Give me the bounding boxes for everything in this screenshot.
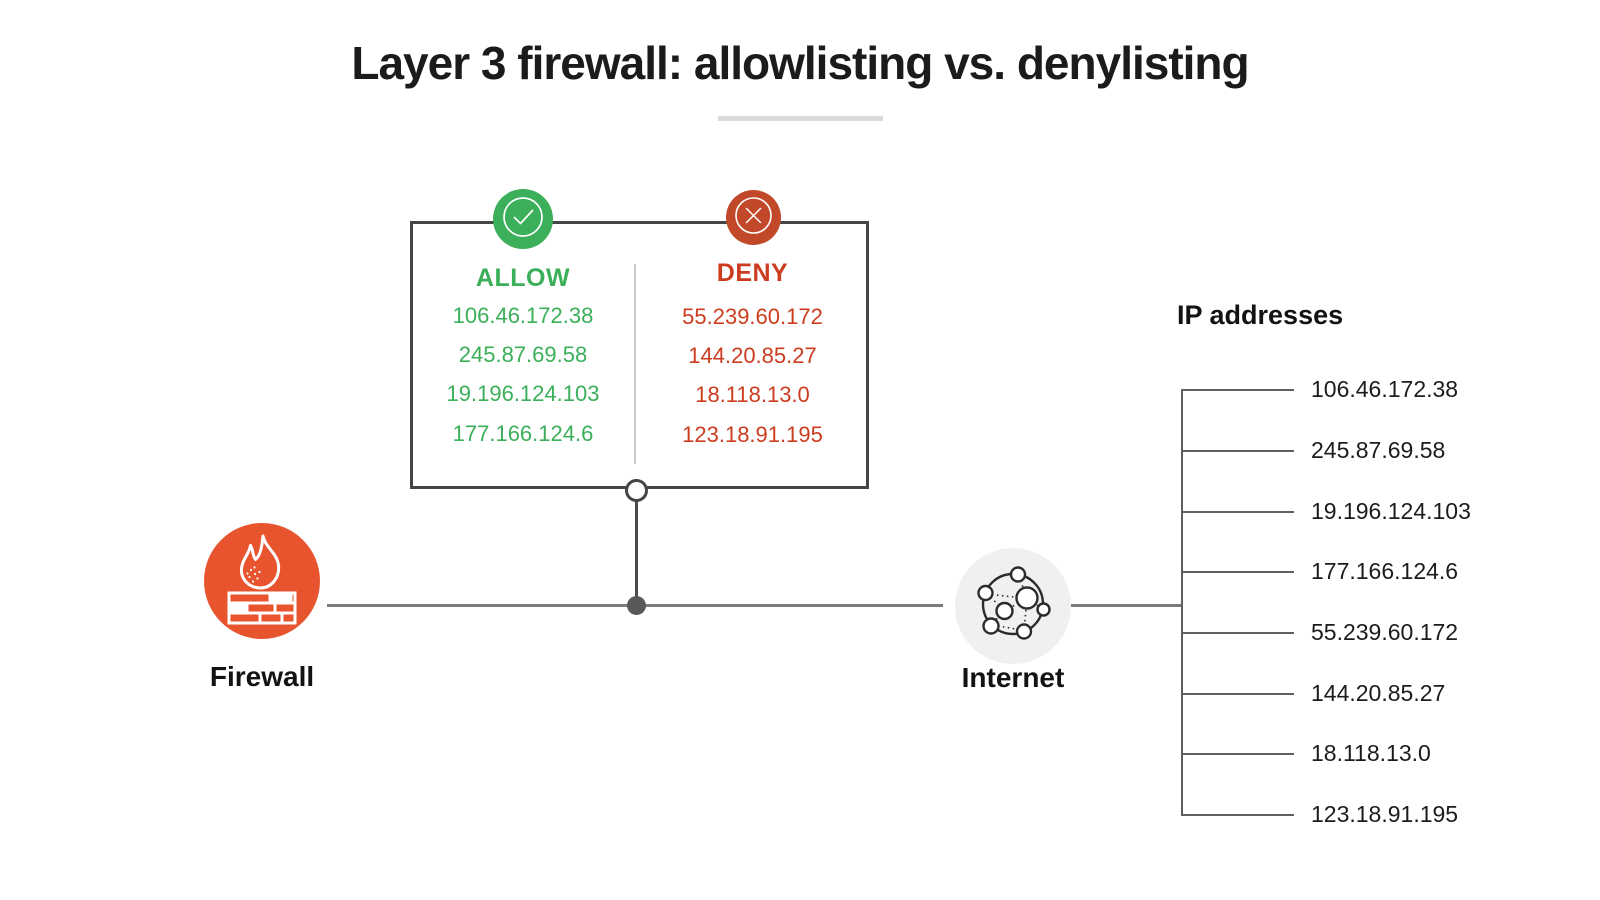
iplist-branch-line <box>1181 632 1294 634</box>
deny-ip: 55.239.60.172 <box>682 304 823 329</box>
ip-list-item: 245.87.69.58 <box>1311 437 1446 463</box>
x-circle-icon <box>726 188 781 248</box>
ip-list-item: 106.46.172.38 <box>1311 376 1459 402</box>
iplist-branch-line <box>1181 511 1294 513</box>
deny-ip: 123.18.91.195 <box>682 422 823 447</box>
allow-column-header: ALLOW <box>475 264 571 292</box>
network-globe-icon <box>971 562 1055 651</box>
deny-column-header: DENY <box>716 259 789 287</box>
column-divider <box>634 264 636 464</box>
iplist-branch-line <box>1181 450 1294 452</box>
deny-badge <box>726 190 781 245</box>
iplist-branch-line <box>1181 753 1294 755</box>
title-underline-divider <box>718 116 883 121</box>
iplist-branch-line <box>1181 389 1294 391</box>
rulesbox-connector-node <box>625 479 648 502</box>
ip-list-item: 123.18.91.195 <box>1311 801 1459 827</box>
page-title: Layer 3 firewall: allowlisting vs. denyl… <box>351 37 1249 89</box>
iplist-bracket-line <box>1181 389 1183 816</box>
internet-to-iplist-line <box>1071 604 1182 607</box>
iplist-branch-line <box>1181 693 1294 695</box>
allow-ip: 245.87.69.58 <box>458 342 588 367</box>
allow-ip: 177.166.124.6 <box>452 421 594 446</box>
allow-ip: 19.196.124.103 <box>446 381 600 406</box>
ip-list-item: 144.20.85.27 <box>1311 680 1446 706</box>
rulesbox-drop-line <box>635 501 638 605</box>
ip-list-item: 18.118.13.0 <box>1311 740 1431 766</box>
allow-badge <box>493 189 553 249</box>
firewall-rules-panel <box>410 221 869 489</box>
ip-list-item: 55.239.60.172 <box>1311 619 1459 645</box>
iplist-branch-line <box>1181 814 1294 816</box>
firewall-node <box>204 523 320 639</box>
deny-ip: 144.20.85.27 <box>688 343 817 368</box>
ip-list-item: 177.166.124.6 <box>1311 558 1459 584</box>
check-circle-icon <box>493 187 553 252</box>
ip-list-heading: IP addresses <box>1177 300 1344 330</box>
internet-label: Internet <box>961 662 1065 693</box>
ip-list-item: 19.196.124.103 <box>1311 498 1471 524</box>
internet-node <box>955 548 1071 664</box>
flame-brick-wall-icon <box>222 532 302 631</box>
firewall-label: Firewall <box>209 661 315 692</box>
deny-ip: 18.118.13.0 <box>695 382 810 407</box>
allow-ip: 106.46.172.38 <box>452 303 594 328</box>
iplist-branch-line <box>1181 571 1294 573</box>
line-junction-dot <box>627 596 646 615</box>
